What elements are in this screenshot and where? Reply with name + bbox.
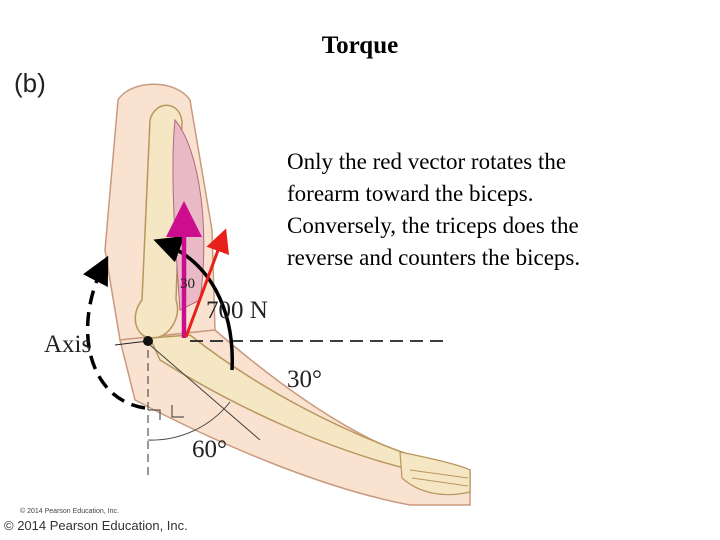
explanation-line: Only the red vector rotates the (287, 149, 567, 174)
explanation-line: forearm toward the biceps. (287, 181, 534, 206)
angle-60-label: 60° (192, 436, 227, 463)
figure-label: (b) (14, 68, 46, 98)
humerus-bone (134, 104, 183, 339)
axis-pointer-line (114, 340, 149, 346)
forearm-angle-line (149, 344, 261, 441)
angle-30-label: 30° (287, 366, 322, 393)
dashed-rotation-arrow (82, 255, 146, 410)
figure-copyright: © 2014 Pearson Education, Inc. (20, 508, 119, 515)
red-force-vector (184, 228, 230, 338)
explanation-text: Only the red vector rotates the forearm … (287, 146, 707, 274)
solid-rotation-arrow (153, 235, 234, 371)
sixty-degree-arc (147, 401, 231, 441)
right-angle-mark (148, 409, 161, 420)
axis-label: Axis (44, 331, 92, 358)
force-label: 700 N (206, 297, 268, 324)
axis-dot (143, 336, 153, 346)
slide-title: Torque (321, 32, 399, 59)
slide-copyright: © 2014 Pearson Education, Inc. (4, 518, 188, 533)
small-angle-label: 30 (180, 276, 195, 292)
explanation-line: Conversely, the triceps does the (287, 213, 579, 238)
explanation-line: reverse and counters the biceps. (287, 245, 581, 270)
